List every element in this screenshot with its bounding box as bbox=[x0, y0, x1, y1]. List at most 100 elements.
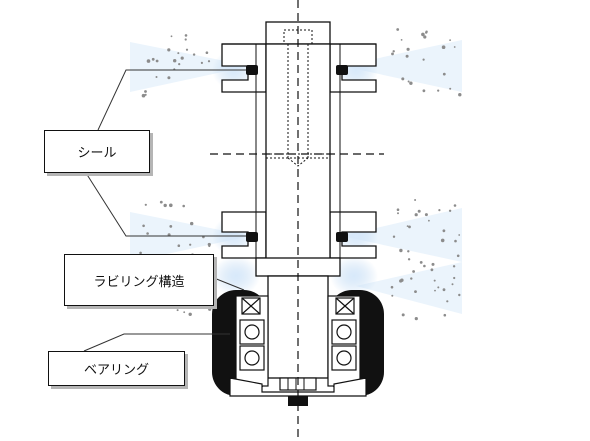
spray-droplet bbox=[184, 34, 188, 37]
spray-droplet bbox=[391, 294, 394, 297]
spray-droplet bbox=[144, 90, 147, 93]
spray-droplet bbox=[167, 48, 171, 52]
spray-droplet bbox=[155, 59, 159, 63]
spray-droplet bbox=[146, 232, 149, 235]
spray-droplet bbox=[391, 52, 394, 56]
bottom-stud bbox=[288, 396, 308, 406]
spray-droplet bbox=[207, 60, 211, 63]
spray-droplet bbox=[453, 46, 456, 48]
seal-ring-lower-right bbox=[336, 232, 348, 242]
spray-droplet bbox=[440, 238, 445, 243]
spray-droplet bbox=[192, 53, 196, 56]
spray-droplet bbox=[421, 32, 425, 37]
spray-droplet bbox=[409, 81, 413, 85]
spray-droplet bbox=[392, 235, 396, 238]
thrust-bearing-left-x bbox=[241, 297, 261, 315]
spray-droplet bbox=[424, 213, 428, 217]
spray-droplet bbox=[400, 39, 403, 41]
spray-droplet bbox=[438, 209, 441, 212]
spray-droplet bbox=[188, 312, 192, 316]
leader-bearing bbox=[83, 333, 230, 352]
spray-droplet bbox=[399, 248, 403, 253]
spray-droplet bbox=[408, 225, 411, 229]
shaft-body bbox=[265, 43, 331, 267]
spray-droplet bbox=[176, 309, 179, 312]
label-bearing-text: ベアリング bbox=[83, 363, 149, 378]
spray-droplet bbox=[443, 313, 447, 317]
spray-droplet bbox=[433, 279, 436, 282]
spray-droplet bbox=[141, 93, 146, 98]
seal-ring-lower-left bbox=[246, 232, 258, 242]
spray-droplet bbox=[442, 72, 446, 76]
ball-bearings-right bbox=[331, 319, 357, 371]
spray-droplet bbox=[190, 221, 194, 226]
spray-droplet bbox=[144, 203, 147, 206]
label-seal: シール bbox=[44, 130, 150, 173]
thrust-bearing-right-x bbox=[335, 297, 355, 315]
label-labyrinth: ラビリング構造 bbox=[64, 254, 214, 306]
spray-droplet bbox=[414, 317, 418, 321]
spray-cone-left-bottom bbox=[130, 212, 250, 262]
spray-droplet bbox=[401, 77, 405, 81]
spray-droplet bbox=[167, 76, 171, 80]
spray-droplet bbox=[428, 219, 430, 222]
upper-flange-right bbox=[329, 43, 377, 93]
spray-droplet bbox=[434, 289, 436, 292]
spray-droplet bbox=[185, 48, 189, 51]
leader-lines bbox=[83, 69, 246, 352]
spray-cone-left-top bbox=[130, 42, 250, 92]
label-bearing: ベアリング bbox=[48, 351, 185, 386]
spray-droplet bbox=[396, 28, 400, 31]
spray-droplet bbox=[406, 225, 409, 228]
spray-glow-right-labyrinth bbox=[330, 256, 378, 296]
spray-droplet bbox=[180, 56, 184, 60]
spray-droplet bbox=[458, 234, 461, 236]
spray-droplet bbox=[412, 270, 415, 273]
spray-droplet bbox=[449, 39, 451, 41]
spray-droplet bbox=[414, 213, 418, 217]
spray-droplet bbox=[144, 93, 147, 96]
spray-cone-right-bottom bbox=[342, 208, 462, 262]
spray-droplet bbox=[458, 293, 461, 297]
spray-droplet bbox=[407, 250, 410, 253]
spray-droplet bbox=[442, 229, 446, 233]
spray-droplet bbox=[452, 265, 456, 268]
spray-droplet bbox=[419, 261, 423, 264]
center-lines bbox=[210, 0, 384, 441]
spray-droplet bbox=[431, 262, 435, 266]
spray-droplet bbox=[407, 258, 411, 261]
spray-droplet bbox=[184, 38, 187, 41]
spray-droplet bbox=[458, 93, 462, 97]
spray-droplet bbox=[139, 251, 142, 255]
spray-droplet bbox=[430, 268, 434, 272]
spray-droplet bbox=[397, 212, 399, 215]
spray-droplet bbox=[396, 208, 400, 211]
spray-droplet bbox=[170, 35, 173, 38]
spray-droplet bbox=[169, 225, 173, 228]
spray-droplet bbox=[392, 50, 395, 53]
spray-droplet bbox=[207, 242, 211, 247]
spray-droplet bbox=[405, 54, 409, 58]
spray-droplet bbox=[437, 286, 440, 289]
spray-droplet bbox=[146, 59, 151, 63]
spray-droplet bbox=[453, 204, 457, 207]
spray-droplet bbox=[155, 76, 158, 78]
spray-droplet bbox=[410, 277, 413, 280]
spray-droplet bbox=[422, 89, 426, 93]
spray-droplet bbox=[400, 278, 404, 282]
housing-group bbox=[221, 43, 377, 259]
spray-droplet bbox=[390, 285, 394, 289]
spray-droplet bbox=[423, 35, 427, 39]
spray-droplet bbox=[423, 264, 426, 268]
hidden-bolt-shank bbox=[287, 44, 309, 167]
spray-droplet bbox=[407, 80, 410, 83]
spray-droplet bbox=[173, 59, 177, 63]
spray-droplet bbox=[178, 63, 181, 66]
spray-droplet bbox=[414, 199, 417, 201]
spray-droplet bbox=[182, 204, 185, 208]
spray-cone-right-top bbox=[342, 40, 462, 92]
spray-droplet bbox=[205, 51, 209, 54]
spray-droplet bbox=[437, 89, 440, 92]
label-seal-text: シール bbox=[77, 146, 117, 161]
